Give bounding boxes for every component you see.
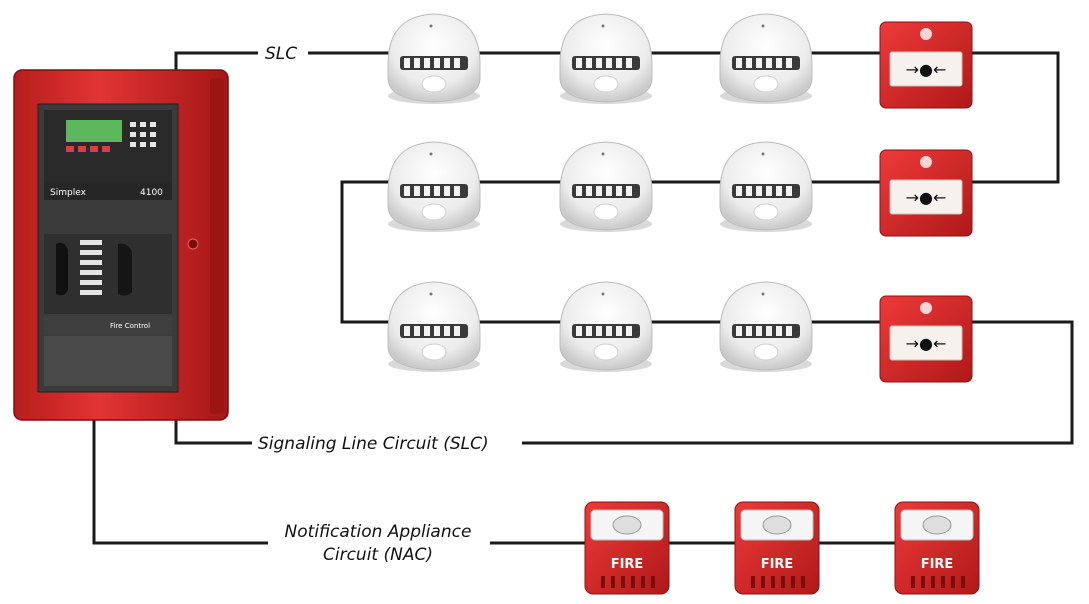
strobe-fire-text: FIRE: [761, 557, 794, 572]
fire-alarm-control-panel: Simplex 4100 Fire Control: [13, 69, 229, 421]
call-point-symbol: →●←: [906, 334, 947, 353]
slc-wire-top: [174, 51, 258, 70]
strobe-fire-text: FIRE: [921, 557, 954, 572]
smoke-detector-icon: [559, 141, 653, 233]
signaling-line-circuit-label: Signaling Line Circuit (SLC): [258, 434, 489, 454]
strobe-fire-text: FIRE: [611, 557, 644, 572]
slc-wire-row3: [522, 320, 1074, 445]
slc-label: SLC: [265, 44, 297, 64]
manual-call-point: →●←: [879, 149, 973, 237]
horn-strobe: FIRE: [584, 501, 670, 595]
horn-strobe: FIRE: [894, 501, 980, 595]
panel-model: 4100: [140, 188, 163, 198]
smoke-detector-icon: [559, 281, 653, 373]
smoke-detector-icon: [719, 281, 813, 373]
panel-section: Fire Control: [110, 322, 150, 330]
panel-brand: Simplex: [50, 188, 87, 198]
call-point-symbol: →●←: [906, 188, 947, 207]
smoke-detector-icon: [719, 13, 813, 105]
smoke-detector-icon: [719, 141, 813, 233]
call-point-symbol: →●←: [906, 60, 947, 79]
nac-label-line1: Notification Appliance: [285, 522, 472, 542]
slc-wire-return: [174, 418, 252, 445]
horn-strobe: FIRE: [734, 501, 820, 595]
horn-strobes: FIRE FIRE FIRE: [584, 501, 980, 595]
smoke-detector-icon: [387, 141, 481, 233]
smoke-detector-icon: [559, 13, 653, 105]
smoke-detectors: [387, 13, 813, 373]
nac-label-line2: Circuit (NAC): [323, 545, 433, 565]
manual-call-point: →●←: [879, 21, 973, 109]
smoke-detector-icon: [387, 281, 481, 373]
smoke-detector-icon: [387, 13, 481, 105]
nac-wire: [92, 418, 268, 545]
slc-wire-row1: [308, 51, 1060, 184]
manual-call-point: →●←: [879, 295, 973, 383]
manual-call-points: →●← →●← →●←: [879, 21, 973, 383]
